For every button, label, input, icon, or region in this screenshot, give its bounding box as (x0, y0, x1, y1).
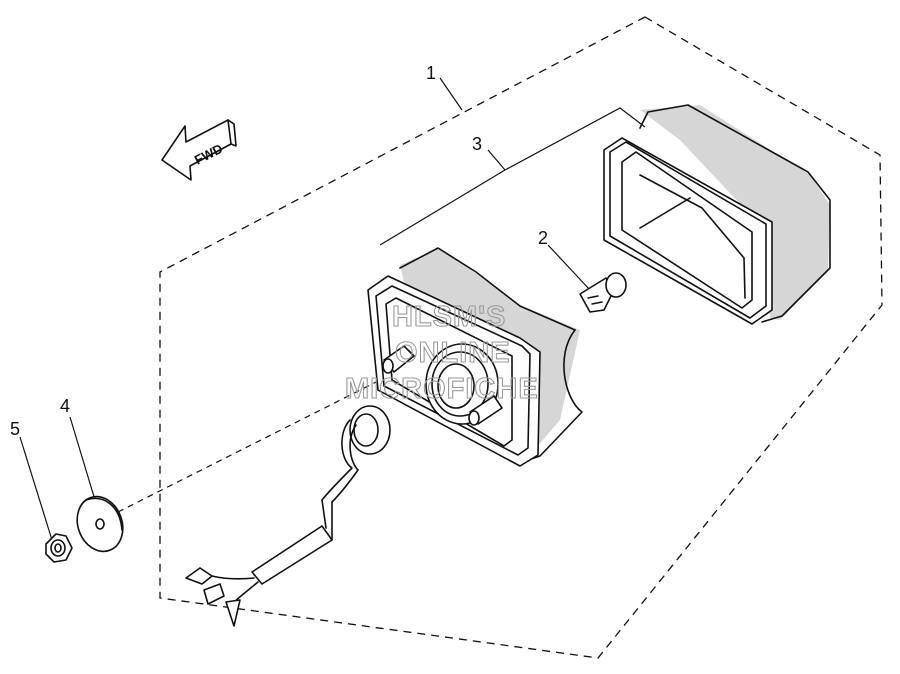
leader-bracket-3 (379, 107, 646, 246)
wiring-harness-icon (185, 405, 391, 627)
callout-1: 1 (426, 63, 436, 83)
callout-2: 2 (538, 228, 548, 248)
callout-3: 3 (472, 134, 482, 154)
washer-icon (76, 495, 124, 553)
callout-5: 5 (10, 419, 20, 439)
watermark: HLSM'S ONLINE MICROFICHE (344, 300, 539, 405)
bulb-icon (579, 272, 627, 313)
watermark-line-2: ONLINE (395, 337, 511, 369)
fwd-label: FWD (192, 141, 225, 168)
nut-icon (45, 533, 73, 563)
leader-line-5 (19, 436, 53, 541)
assembly-axis-line (117, 369, 401, 513)
watermark-line-3: MICROFICHE (345, 373, 539, 405)
forward-arrow-icon: FWD (161, 119, 237, 181)
leader-line-2 (547, 244, 591, 291)
leader-line-1 (439, 77, 463, 111)
leader-line-4 (69, 416, 96, 501)
lens-housing-icon (603, 104, 831, 325)
callout-4: 4 (60, 396, 70, 416)
watermark-line-1: HLSM'S (392, 301, 506, 333)
lamp-base-icon (367, 247, 583, 467)
assembly-boundary (159, 16, 883, 659)
